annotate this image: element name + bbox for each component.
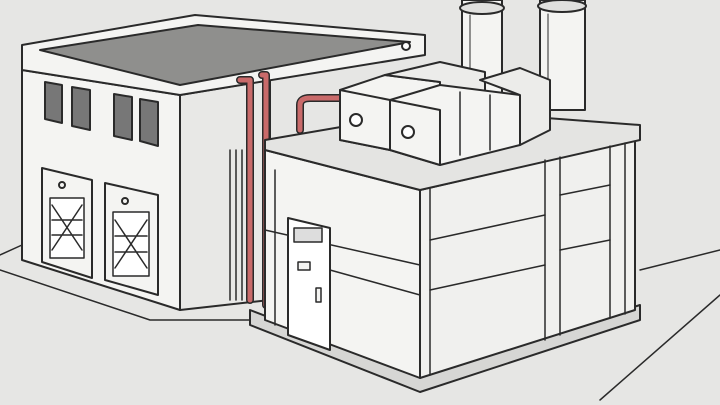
rooftop-units xyxy=(339,61,551,166)
roof xyxy=(39,24,411,86)
ground-lines xyxy=(0,244,720,401)
vent-unit-2 xyxy=(104,182,159,296)
rooftop-box xyxy=(389,84,521,166)
panel-lines xyxy=(264,142,626,376)
windows xyxy=(44,81,159,147)
rooftop-box xyxy=(479,67,551,146)
vent-unit-1 xyxy=(41,167,93,279)
access-door xyxy=(287,217,331,351)
